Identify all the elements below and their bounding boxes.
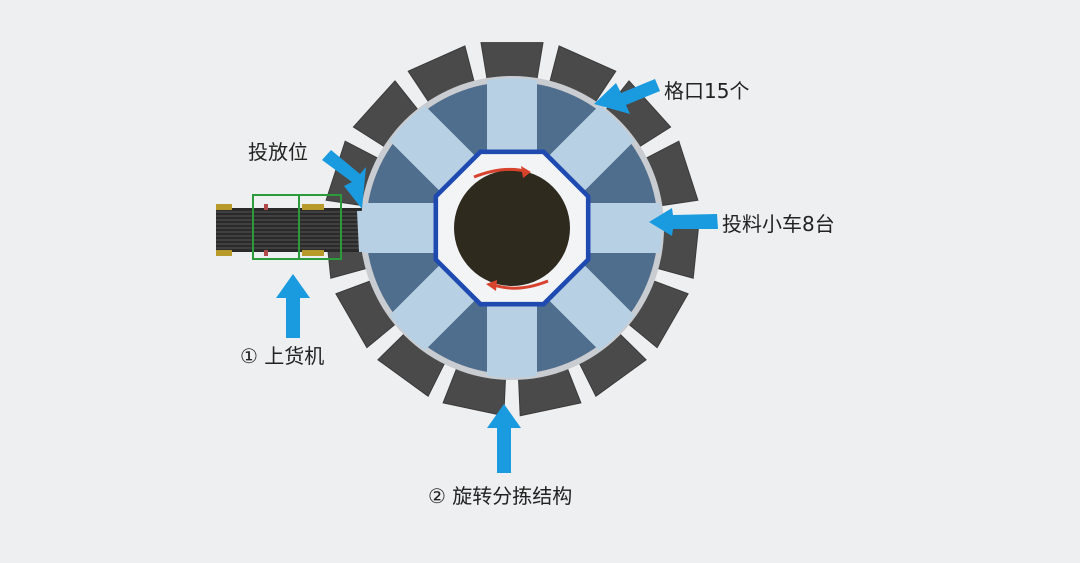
rotation-arrowhead-top [521, 166, 531, 178]
chute-ring [323, 42, 701, 417]
label-rotary: ② 旋转分拣结构 [428, 484, 573, 508]
chute [480, 42, 544, 81]
label-drop-position: 投放位 [248, 140, 308, 164]
cart-platform [487, 78, 537, 166]
callout-arrow-chutes [594, 79, 660, 114]
loader-marker [264, 250, 268, 256]
callout-arrow-loader [276, 274, 310, 338]
callout-arrow-rotary [487, 404, 521, 473]
rotation-arrow-bottom [493, 279, 549, 290]
loader-roller [302, 250, 324, 256]
loader-marker [264, 204, 268, 210]
loader-conveyor [216, 194, 362, 260]
cart-platform [487, 290, 537, 378]
callout-arrow-carts [649, 208, 718, 236]
label-carts: 投料小车8台 [722, 212, 835, 236]
label-loader: ① 上货机 [240, 344, 325, 368]
loader-roller [216, 250, 232, 256]
loader-roller [216, 204, 232, 210]
callout-arrow-drop-position [322, 150, 366, 209]
loader-roller [302, 204, 324, 210]
label-chutes: 格口15个 [664, 79, 750, 103]
loader-belt [216, 208, 362, 252]
hub-core [454, 170, 570, 286]
rotation-arrowhead-bottom [486, 280, 497, 291]
loader-frame-right [298, 194, 342, 260]
drop-position-cart [357, 208, 430, 252]
cart-platform [574, 203, 662, 253]
